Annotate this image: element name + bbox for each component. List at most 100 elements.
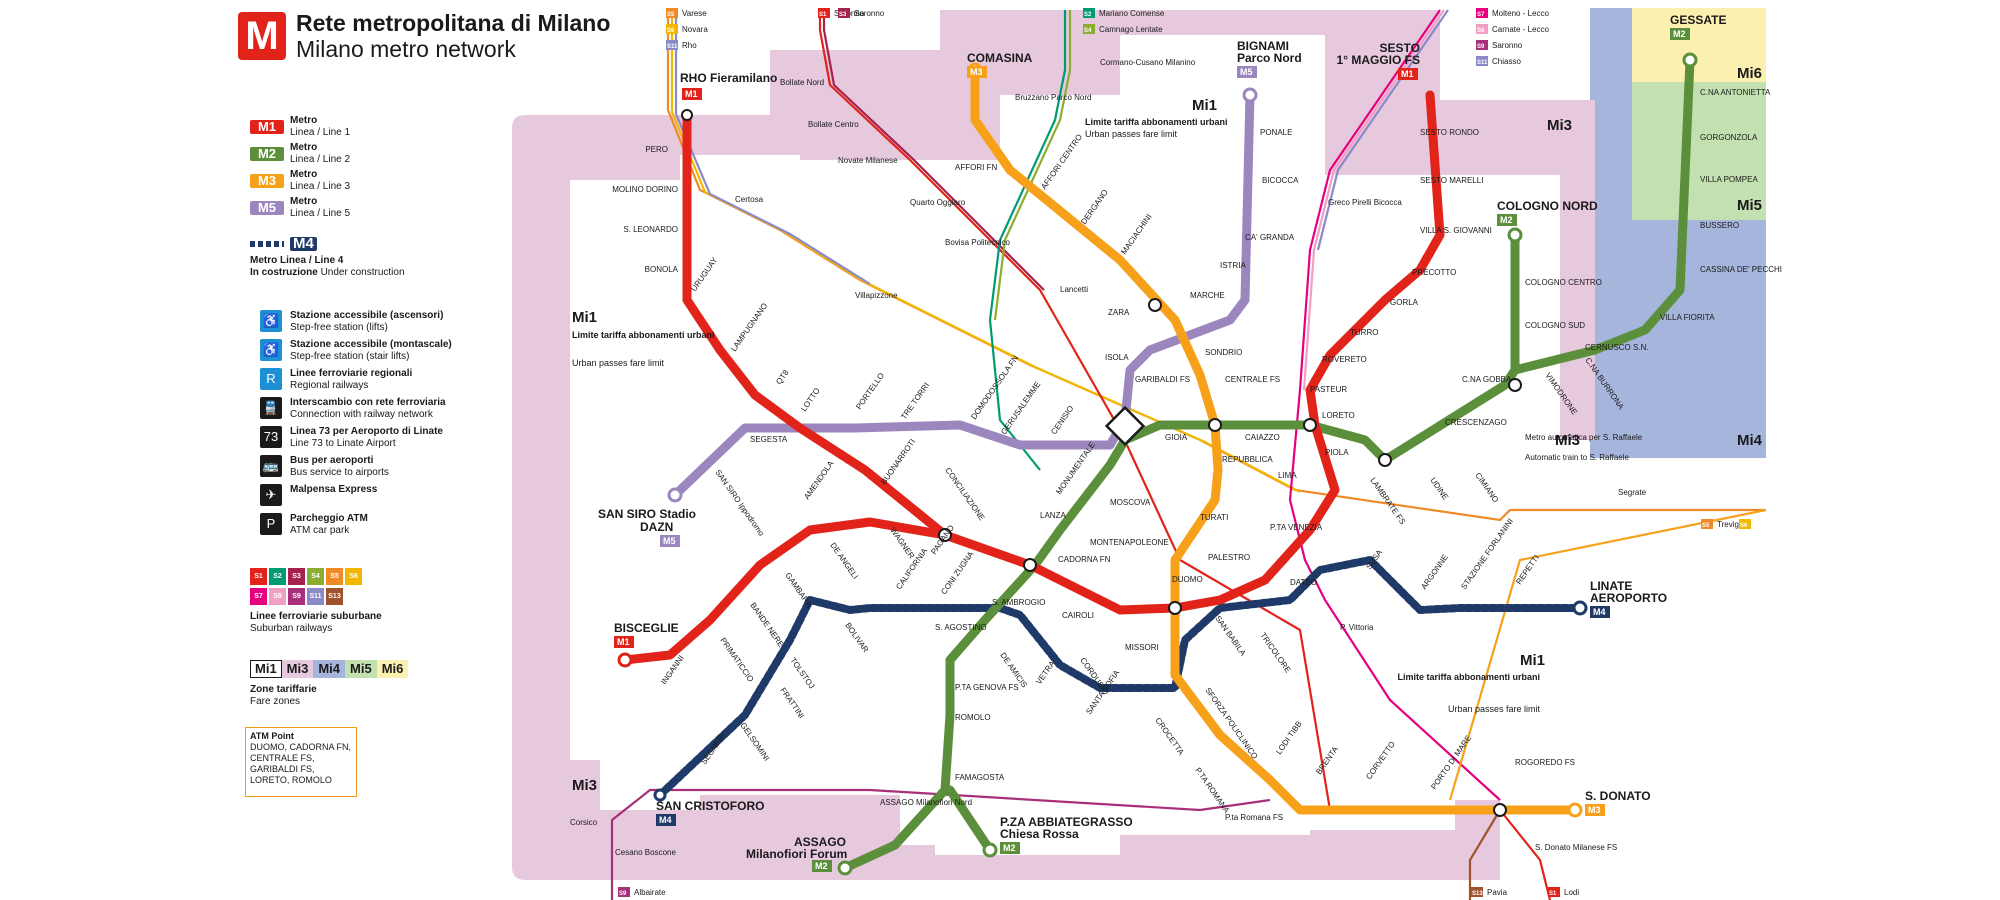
- station-dot[interactable]: [1242, 87, 1258, 103]
- terminus-sesto-1[interactable]: SESTO: [1380, 41, 1420, 55]
- terminus-sansiro-2[interactable]: DAZN: [640, 520, 673, 534]
- station-dot[interactable]: [1148, 298, 1162, 312]
- station-label-sleonardo[interactable]: S. LEONARDO: [623, 225, 678, 234]
- station-label-moscova[interactable]: MOSCOVA: [1110, 498, 1151, 507]
- station-label-pero[interactable]: PERO: [645, 145, 668, 154]
- station-label-lima[interactable]: LIMA: [1278, 471, 1297, 480]
- station-dot[interactable]: [653, 788, 667, 802]
- station-label-sambrogio[interactable]: S. AMBROGIO: [992, 598, 1045, 607]
- station-label-sdonato-fs[interactable]: S. Donato Milanese FS: [1535, 843, 1617, 852]
- station-label-assago-nord[interactable]: ASSAGO Milanofiori Nord: [880, 798, 972, 807]
- terminus-sancristoforo[interactable]: SAN CRISTOFORO: [656, 799, 764, 813]
- station-dot[interactable]: [1378, 453, 1392, 467]
- terminus-linate-1[interactable]: LINATE: [1590, 579, 1632, 593]
- station-label-caiazzo[interactable]: CAIAZZO: [1245, 433, 1280, 442]
- station-label-san-raffaele-en[interactable]: Automatic train to S. Raffaele: [1525, 453, 1629, 462]
- station-label-p-vittoria[interactable]: P. Vittoria: [1340, 623, 1374, 632]
- station-label-porta-venezia[interactable]: P.TA VENEZIA: [1270, 523, 1323, 532]
- terminus-assago-1[interactable]: ASSAGO: [794, 835, 846, 849]
- terminus-bignami-2[interactable]: Parco Nord: [1237, 51, 1302, 65]
- station-label-sondrio[interactable]: SONDRIO: [1205, 348, 1242, 357]
- station-label-cormano[interactable]: Cormano-Cusano Milanino: [1100, 58, 1196, 67]
- edge-destination-label[interactable]: Camnago Lentate: [1099, 25, 1163, 34]
- station-dot[interactable]: [1572, 600, 1588, 616]
- terminus-assago-2[interactable]: Milanofiori Forum: [746, 847, 847, 861]
- station-dot[interactable]: [837, 860, 853, 876]
- station-label-garibaldi[interactable]: GARIBALDI FS: [1135, 375, 1190, 384]
- station-label-isola[interactable]: ISOLA: [1105, 353, 1129, 362]
- terminus-rho[interactable]: RHO Fieramilano: [680, 71, 777, 85]
- station-label-genova[interactable]: P.TA GENOVA FS: [955, 683, 1019, 692]
- station-label-turati[interactable]: TURATI: [1200, 513, 1228, 522]
- terminus-abbiategrasso-2[interactable]: Chiesa Rossa: [1000, 827, 1079, 841]
- station-dot[interactable]: [938, 528, 952, 542]
- edge-destination-label[interactable]: Saronno: [1492, 41, 1523, 50]
- station-label-centrale[interactable]: CENTRALE FS: [1225, 375, 1280, 384]
- station-label-palestro[interactable]: PALESTRO: [1208, 553, 1250, 562]
- station-label-precotto[interactable]: PRECOTTO: [1412, 268, 1456, 277]
- station-label-sesto-rondo[interactable]: SESTO RONDO: [1420, 128, 1479, 137]
- station-label-istria[interactable]: ISTRIA: [1220, 261, 1246, 270]
- station-label-cairoli[interactable]: CAIROLI: [1062, 611, 1094, 620]
- hub-garibaldi[interactable]: [1104, 405, 1146, 447]
- station-label-certosa[interactable]: Certosa: [735, 195, 764, 204]
- station-dot[interactable]: [1303, 418, 1317, 432]
- station-label-bonola[interactable]: BONOLA: [645, 265, 679, 274]
- station-label-cascina-antonietta[interactable]: C.NA ANTONIETTA: [1700, 88, 1771, 97]
- terminus-bisceglie[interactable]: BISCEGLIE: [614, 621, 679, 635]
- edge-destination-label[interactable]: Mariano Comense: [1099, 9, 1165, 18]
- station-label-ponale[interactable]: PONALE: [1260, 128, 1292, 137]
- station-dot[interactable]: [1023, 558, 1037, 572]
- edge-destination-label[interactable]: Treviglio: [1717, 520, 1747, 529]
- station-label-villa-fiorita[interactable]: VILLA FIORITA: [1660, 313, 1715, 322]
- station-label-cassina[interactable]: CASSINA DE' PECCHI: [1700, 265, 1782, 274]
- station-label-bollate-centro[interactable]: Bollate Centro: [808, 120, 859, 129]
- edge-destination-label[interactable]: Molteno - Lecco: [1492, 9, 1549, 18]
- station-label-zara[interactable]: ZARA: [1108, 308, 1130, 317]
- edge-destination-label[interactable]: Rho: [682, 41, 697, 50]
- station-label-villapizzone[interactable]: Villapizzone: [855, 291, 898, 300]
- terminus-bignami-1[interactable]: BIGNAMI: [1237, 39, 1289, 53]
- station-label-corsico[interactable]: Corsico: [570, 818, 598, 827]
- station-label-duomo[interactable]: DUOMO: [1172, 575, 1203, 584]
- station-label-romolo[interactable]: ROMOLO: [955, 713, 991, 722]
- station-label-pasteur[interactable]: PASTEUR: [1310, 385, 1347, 394]
- terminus-cologno[interactable]: COLOGNO NORD: [1497, 199, 1598, 213]
- station-label-segesta[interactable]: SEGESTA: [750, 435, 788, 444]
- edge-destination-label[interactable]: Albairate: [634, 888, 666, 897]
- station-dot[interactable]: [1208, 418, 1222, 432]
- edge-destination-label[interactable]: Varese: [682, 9, 707, 18]
- station-label-cologno-centro[interactable]: COLOGNO CENTRO: [1525, 278, 1602, 287]
- terminus-gessate[interactable]: GESSATE: [1670, 13, 1726, 27]
- station-label-bussero[interactable]: BUSSERO: [1700, 221, 1739, 230]
- station-label-rogoredo[interactable]: ROGOREDO FS: [1515, 758, 1575, 767]
- station-label-cascina-gobba[interactable]: C.NA GOBBA: [1462, 375, 1512, 384]
- station-label-famagosta[interactable]: FAMAGOSTA: [955, 773, 1005, 782]
- edge-destination-label[interactable]: Chiasso: [1492, 57, 1521, 66]
- station-label-segrate[interactable]: Segrate: [1618, 488, 1647, 497]
- station-dot[interactable]: [681, 109, 693, 121]
- station-label-loreto[interactable]: LORETO: [1322, 411, 1355, 420]
- station-label-gorla[interactable]: GORLA: [1390, 298, 1419, 307]
- station-dot[interactable]: [1682, 52, 1698, 68]
- station-dot[interactable]: [1508, 378, 1522, 392]
- station-dot[interactable]: [667, 487, 683, 503]
- station-label-lancetti[interactable]: Lancetti: [1060, 285, 1088, 294]
- edge-destination-label[interactable]: Carnate - Lecco: [1492, 25, 1549, 34]
- station-label-novate[interactable]: Novate Milanese: [838, 156, 898, 165]
- station-label-molino[interactable]: MOLINO DORINO: [612, 185, 678, 194]
- station-label-affori-fn[interactable]: AFFORI FN: [955, 163, 997, 172]
- station-label-marche[interactable]: MARCHE: [1190, 291, 1225, 300]
- station-dot[interactable]: [1168, 601, 1182, 615]
- station-label-piola[interactable]: PIOLA: [1325, 448, 1349, 457]
- edge-destination-label[interactable]: Lodi: [1564, 888, 1579, 897]
- station-label-sesto-marelli[interactable]: SESTO MARELLI: [1420, 176, 1483, 185]
- terminus-abbiategrasso-1[interactable]: P.ZA ABBIATEGRASSO: [1000, 815, 1133, 829]
- terminus-comasina[interactable]: COMASINA: [967, 51, 1033, 65]
- station-label-montenapoleone[interactable]: MONTENAPOLEONE: [1090, 538, 1169, 547]
- station-dot[interactable]: [982, 842, 998, 858]
- station-label-rovereto[interactable]: ROVERETO: [1322, 355, 1367, 364]
- station-label-ca-granda[interactable]: CA' GRANDA: [1245, 233, 1295, 242]
- station-label-crescenzago[interactable]: CRESCENZAGO: [1445, 418, 1507, 427]
- station-label-greco[interactable]: Greco Pirelli Bicocca: [1328, 198, 1402, 207]
